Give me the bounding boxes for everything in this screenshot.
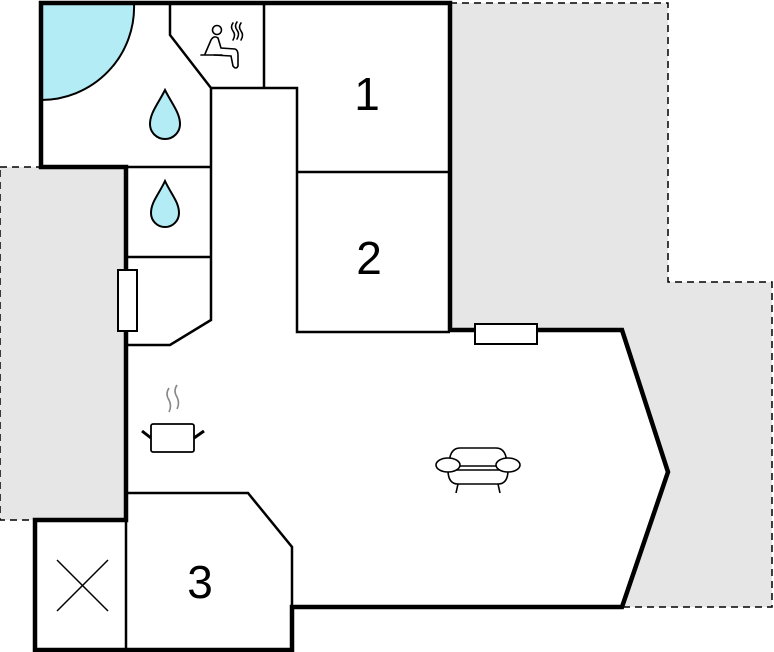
window xyxy=(117,269,138,332)
cooking-pot-icon xyxy=(141,384,205,453)
room-3-label: 3 xyxy=(187,556,213,608)
terrace-left xyxy=(0,166,127,521)
pool xyxy=(40,2,136,102)
water-drop-icon xyxy=(148,87,182,140)
water-drop-icon xyxy=(149,178,181,228)
interior-walls xyxy=(124,3,450,650)
house-floor xyxy=(35,3,668,650)
armchair-icon xyxy=(435,447,521,494)
window xyxy=(474,323,538,345)
room-2-label: 2 xyxy=(356,232,382,284)
sauna-icon xyxy=(200,21,244,69)
room-1-label: 1 xyxy=(354,68,380,120)
stairs-void-cross xyxy=(56,559,109,612)
